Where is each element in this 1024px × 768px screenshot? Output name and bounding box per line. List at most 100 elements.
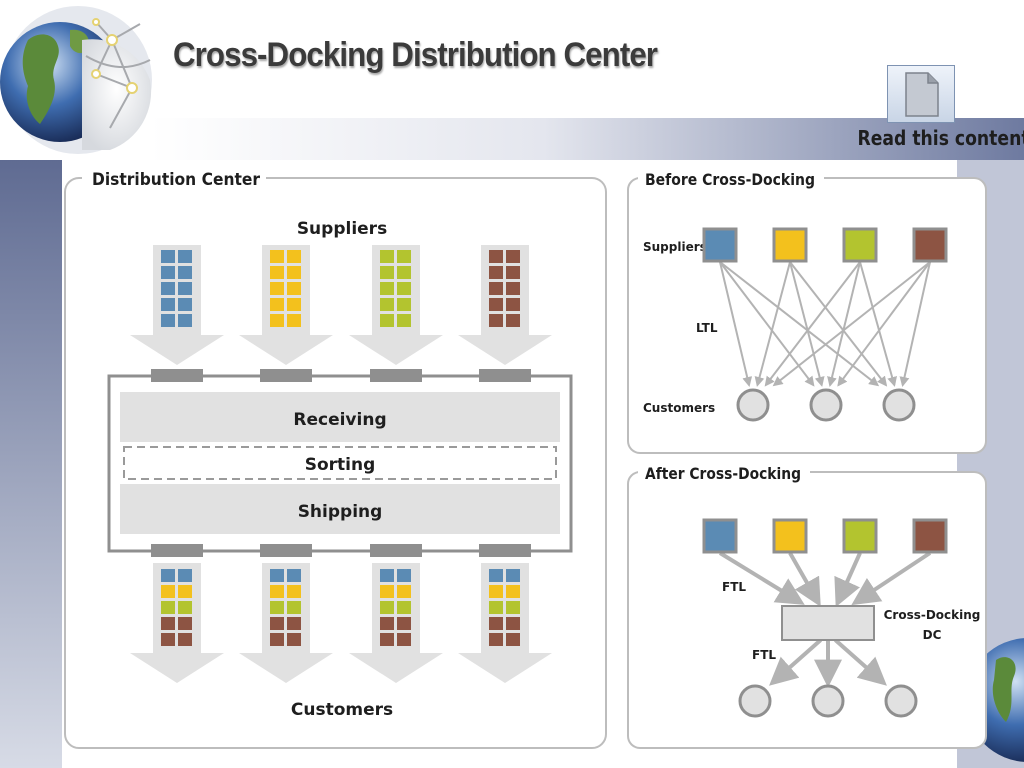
customer-tile — [178, 617, 192, 630]
after-supplier-node — [912, 518, 948, 554]
shipping-label: Shipping — [298, 502, 383, 522]
customer-tile — [397, 617, 411, 630]
document-icon — [905, 72, 939, 117]
customer-tile — [161, 585, 175, 598]
supplier-tile — [178, 250, 192, 263]
customer-tile — [270, 585, 284, 598]
slide-title: Cross-Docking Distribution Center — [173, 36, 658, 74]
before-cross-docking-panel: Before Cross-Docking Suppliers LTL Custo… — [627, 166, 987, 454]
ltl-link — [764, 261, 861, 387]
ftl-inbound-link — [834, 552, 862, 608]
after-ftl-outbound-label: FTL — [752, 648, 776, 662]
supplier-tile — [270, 266, 284, 279]
inbound-docks — [151, 369, 531, 382]
supplier-tile — [397, 266, 411, 279]
before-ltl-label: LTL — [696, 321, 718, 335]
shipping-band — [120, 484, 560, 534]
customer-tile — [287, 585, 301, 598]
sorting-band — [123, 446, 557, 480]
supplier-tile — [287, 250, 301, 263]
ltl-links — [719, 261, 931, 387]
customer-tile — [397, 585, 411, 598]
customer-tile — [161, 601, 175, 614]
supplier-tile — [380, 314, 394, 327]
supplier-tile — [178, 314, 192, 327]
supplier-tile — [489, 282, 503, 295]
distribution-center-panel: Distribution Center Suppliers Receiving … — [64, 166, 607, 749]
sorting-label: Sorting — [305, 455, 376, 475]
ftl-inbound-link — [718, 551, 805, 605]
customer-tile — [161, 569, 175, 582]
ftl-outbound-link — [833, 638, 887, 686]
dc-suppliers-label: Suppliers — [297, 219, 387, 239]
outbound-dock — [370, 544, 422, 557]
ltl-link — [827, 261, 861, 387]
customer-tile — [380, 601, 394, 614]
globe-logo-icon — [0, 6, 152, 154]
outbound-docks — [151, 544, 531, 557]
before-customers-label: Customers — [643, 401, 715, 415]
customer-tile — [380, 617, 394, 630]
customer-tile — [178, 601, 192, 614]
customer-tile — [178, 585, 192, 598]
outbound-dock — [260, 544, 312, 557]
customer-tile — [270, 633, 284, 646]
supplier-tile — [506, 250, 520, 263]
customer-tile — [287, 601, 301, 614]
read-this-content-link[interactable]: Read this content — [857, 126, 1024, 150]
customer-tile — [489, 633, 503, 646]
ltl-link — [719, 261, 815, 387]
ltl-link — [789, 261, 888, 387]
supplier-tile — [161, 282, 175, 295]
supplier-tile — [397, 314, 411, 327]
customer-arrow — [130, 563, 224, 683]
cross-docking-dc-label-line2: DC — [923, 628, 942, 642]
after-nodes — [702, 518, 948, 718]
supplier-arrow — [130, 245, 224, 365]
supplier-tile — [506, 282, 520, 295]
supplier-tile — [287, 282, 301, 295]
customer-tile — [270, 569, 284, 582]
supplier-tile — [397, 282, 411, 295]
ftl-inbound-link — [851, 551, 932, 606]
customer-tile — [489, 569, 503, 582]
ltl-link — [789, 261, 825, 387]
customer-tile — [270, 601, 284, 614]
customer-tile — [506, 585, 520, 598]
after-cross-docking-panel: After Cross-Docking FTL FTL Cross-Dockin… — [627, 460, 987, 749]
left-side-band — [0, 160, 62, 768]
cross-docking-dc-node — [781, 605, 875, 641]
inbound-dock — [260, 369, 312, 382]
customer-tile — [506, 601, 520, 614]
customer-tile — [489, 617, 503, 630]
outbound-dock — [479, 544, 531, 557]
before-suppliers-label: Suppliers — [643, 240, 707, 254]
after-supplier-node — [842, 518, 878, 554]
supplier-tile — [397, 298, 411, 311]
supplier-tile — [270, 282, 284, 295]
customer-tile — [397, 633, 411, 646]
customer-tile — [270, 617, 284, 630]
before-nodes — [702, 227, 948, 422]
customer-arrow — [458, 563, 552, 683]
ftl-outbound-link — [769, 638, 823, 686]
supplier-tile — [178, 298, 192, 311]
customer-arrow — [349, 563, 443, 683]
after-customer-node — [738, 684, 772, 718]
before-supplier-node — [772, 227, 808, 263]
supplier-arrow — [239, 245, 333, 365]
document-icon-button[interactable] — [887, 65, 955, 123]
after-customer-node — [811, 684, 845, 718]
customer-tile — [287, 617, 301, 630]
supplier-arrows — [130, 245, 552, 365]
ftl-inbound-link — [788, 552, 821, 607]
before-customer-node — [882, 388, 916, 422]
customer-tile — [161, 633, 175, 646]
ltl-link — [899, 261, 931, 387]
supplier-tile — [506, 298, 520, 311]
dc-customers-label: Customers — [291, 700, 393, 720]
ltl-link — [859, 261, 897, 387]
customer-tile — [506, 569, 520, 582]
supplier-tile — [506, 314, 520, 327]
